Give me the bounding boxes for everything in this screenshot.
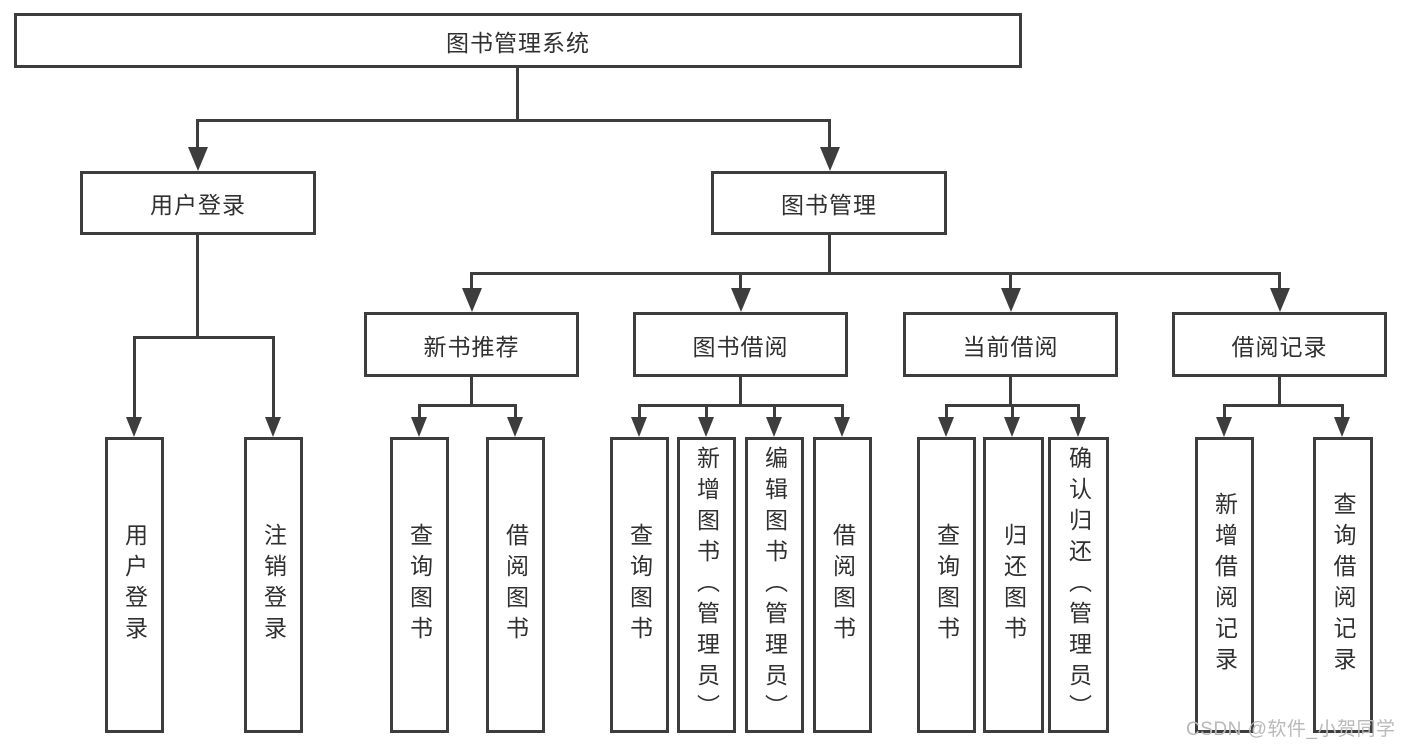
connector-line [739, 375, 742, 407]
node-label: 用户登录 [150, 192, 246, 218]
connector-line [272, 336, 275, 419]
connector-line [828, 233, 831, 275]
arrow-down-icon [1004, 417, 1020, 437]
connector-line [638, 404, 641, 419]
leaf-add-borrow-record: 新增借阅记录 [1195, 437, 1254, 733]
node-label: 新增图书（管理员） [693, 445, 720, 725]
connector-line [1278, 375, 1281, 407]
leaf-return-books: 归还图书 [983, 437, 1044, 733]
connector-line [1011, 404, 1014, 419]
node-label: 借阅记录 [1231, 333, 1328, 360]
connector-line [739, 272, 742, 290]
csdn-watermark: CSDN @软件_小贺同学 [1186, 719, 1396, 740]
leaf-query-borrow-record: 查询借阅记录 [1313, 437, 1373, 733]
leaf-user-login: 用户登录 [105, 437, 164, 733]
connector-line [470, 272, 1281, 275]
connector-line [196, 119, 199, 149]
leaf-edit-books-admin: 编辑图书（管理员） [745, 437, 804, 733]
leaf-borrow-books-borrowing: 借阅图书 [813, 437, 872, 733]
connector-line [1077, 404, 1080, 419]
node-label: 查询图书 [626, 523, 653, 647]
connector-line [705, 404, 708, 419]
node-label: 用户登录 [121, 523, 148, 647]
arrow-down-icon [126, 417, 142, 437]
arrow-down-icon [1216, 417, 1232, 437]
node-label: 查询图书 [406, 523, 433, 647]
node-label: 查询借阅记录 [1330, 492, 1356, 678]
connector-line [1278, 272, 1281, 290]
arrow-down-icon [462, 288, 482, 312]
connector-line [514, 404, 517, 419]
arrow-down-icon [1070, 417, 1086, 437]
leaf-query-books-borrowing: 查询图书 [610, 437, 669, 733]
node-label: 编辑图书（管理员） [761, 445, 788, 725]
arrow-down-icon [1001, 288, 1021, 312]
arrow-down-icon [834, 417, 850, 437]
arrow-down-icon [1270, 288, 1290, 312]
node-library-management-system: 图书管理系统 [14, 13, 1022, 68]
connector-line [841, 404, 844, 419]
leaf-borrow-books-recommend: 借阅图书 [486, 437, 545, 733]
leaf-query-books-recommend: 查询图书 [390, 437, 449, 733]
connector-line [828, 119, 831, 149]
leaf-query-books-current: 查询图书 [917, 437, 976, 733]
node-borrowing-records: 借阅记录 [1172, 312, 1387, 377]
node-label: 归还图书 [1000, 523, 1027, 647]
node-label: 查询图书 [933, 523, 960, 647]
node-label: 确认归还（管理员） [1065, 445, 1092, 725]
arrow-down-icon [631, 417, 647, 437]
arrow-down-icon [411, 417, 427, 437]
node-label: 借阅图书 [829, 523, 856, 647]
arrow-down-icon [265, 417, 281, 437]
node-label: 注销登录 [260, 523, 287, 647]
connector-line [133, 336, 136, 419]
arrow-down-icon [1334, 417, 1350, 437]
connector-line [1223, 404, 1226, 419]
connector-line [133, 336, 275, 339]
connector-line [1341, 404, 1344, 419]
connector-line [1223, 404, 1344, 407]
connector-line [1009, 375, 1012, 407]
node-label: 新增借阅记录 [1211, 492, 1238, 678]
connector-line [470, 272, 473, 290]
connector-line [638, 404, 844, 407]
node-label: 图书管理系统 [446, 29, 590, 56]
node-current-borrowing: 当前借阅 [903, 312, 1118, 377]
connector-line [470, 375, 473, 407]
node-label: 借阅图书 [502, 523, 529, 647]
node-label: 图书借阅 [692, 333, 789, 360]
leaf-confirm-return-admin: 确认归还（管理员） [1048, 437, 1109, 733]
connector-line [773, 404, 776, 419]
connector-line [418, 404, 517, 407]
arrow-down-icon [698, 417, 714, 437]
connector-line [945, 404, 948, 419]
node-book-management: 图书管理 [711, 171, 947, 235]
connector-line [1009, 272, 1012, 290]
arrow-down-icon [820, 147, 840, 171]
node-label: 新书推荐 [423, 333, 520, 360]
connector-line [516, 68, 519, 122]
connector-line [196, 119, 831, 122]
leaf-logout: 注销登录 [244, 437, 303, 733]
node-label: 图书管理 [781, 192, 877, 218]
node-label: 当前借阅 [962, 333, 1059, 360]
arrow-down-icon [766, 417, 782, 437]
connector-line [418, 404, 421, 419]
node-user-login: 用户登录 [80, 171, 316, 235]
arrow-down-icon [938, 417, 954, 437]
arrow-down-icon [507, 417, 523, 437]
arrow-down-icon [188, 147, 208, 171]
node-book-borrowing: 图书借阅 [633, 312, 848, 377]
arrow-down-icon [731, 288, 751, 312]
leaf-add-books-admin: 新增图书（管理员） [677, 437, 736, 733]
connector-line [196, 233, 199, 339]
node-new-book-recommendation: 新书推荐 [364, 312, 579, 377]
